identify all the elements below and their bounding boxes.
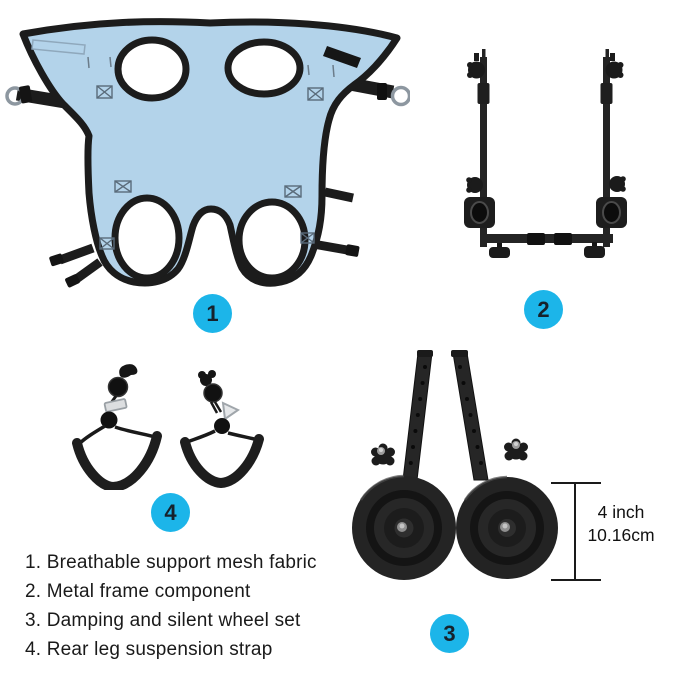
star-knob-left xyxy=(371,443,395,466)
parts-list: 1. Breathable support mesh fabric 2. Met… xyxy=(25,548,317,664)
callout-4-number: 4 xyxy=(164,499,177,525)
callout-2-badge: 2 xyxy=(524,290,563,329)
callout-4-badge: 4 xyxy=(151,493,190,532)
parts-list-item-1: 1. Breathable support mesh fabric xyxy=(25,552,317,573)
wheel-left xyxy=(352,474,456,580)
callout-3-badge: 3 xyxy=(430,614,469,653)
parts-list-item-4: 4. Rear leg suspension strap xyxy=(25,639,273,660)
star-knob-right xyxy=(504,438,528,461)
callout-1-badge: 1 xyxy=(193,294,232,333)
callout-3-number: 3 xyxy=(443,620,456,646)
frame-figure xyxy=(450,40,660,265)
straps-figure xyxy=(65,358,270,490)
harness-figure xyxy=(5,18,410,303)
dimension-cap-top xyxy=(551,482,601,484)
dimension-metric: 10.16cm xyxy=(587,525,655,545)
callout-1-number: 1 xyxy=(206,300,219,326)
parts-list-item-3: 3. Damping and silent wheel set xyxy=(25,610,301,631)
dimension-label: 4 inch 10.16cm xyxy=(581,501,661,547)
dimension-line xyxy=(574,483,576,580)
wheels-figure xyxy=(345,345,575,603)
mesh-harness-illustration xyxy=(5,18,410,288)
callout-2-number: 2 xyxy=(537,296,550,322)
suspension-strap-illustration xyxy=(72,364,264,490)
dimension-inches: 4 inch xyxy=(597,502,645,522)
wheel-right xyxy=(456,475,558,579)
metal-frame-illustration xyxy=(464,49,627,258)
wheel-set-illustration xyxy=(352,350,558,580)
dimension-cap-bottom xyxy=(551,579,601,581)
parts-list-item-2: 2. Metal frame component xyxy=(25,581,251,602)
